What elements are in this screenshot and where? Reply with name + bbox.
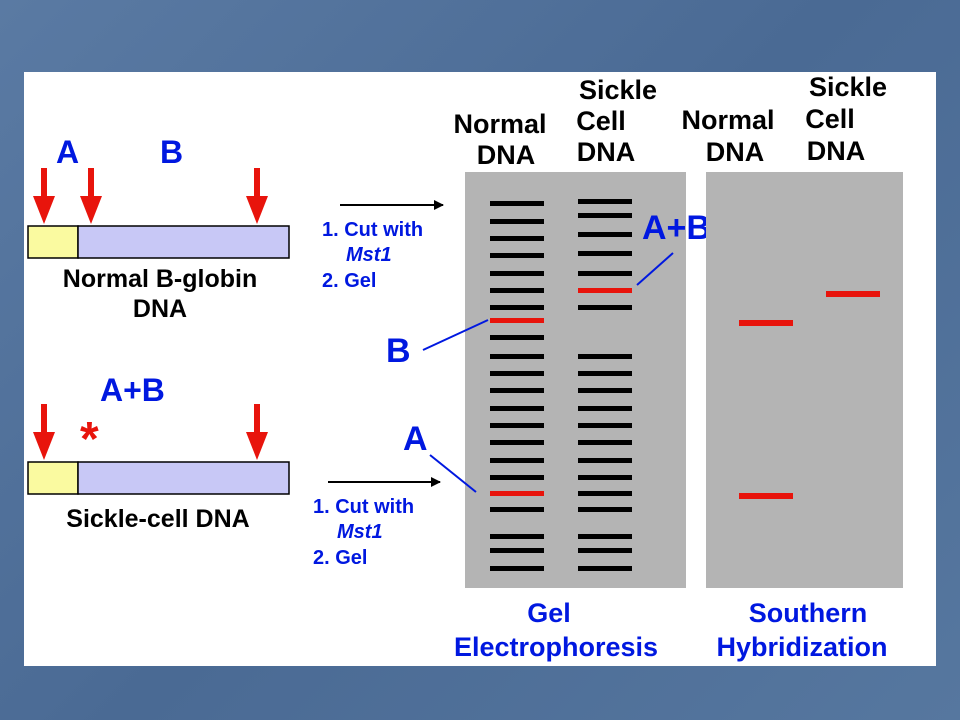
gel-band xyxy=(490,253,544,258)
gel-band xyxy=(490,566,544,571)
lane-header-sickle-line1: Sickle xyxy=(579,75,657,105)
procedure-step1: 1. Cut with xyxy=(313,496,414,518)
gel-label-a: A xyxy=(403,420,428,458)
gel-band xyxy=(578,475,632,480)
enzyme-name: Mst1 xyxy=(346,244,392,266)
gel-band xyxy=(578,371,632,376)
red-cut-arrow-icon xyxy=(246,404,268,460)
normal-gene-caption-line2: DNA xyxy=(133,295,187,323)
gel-caption-line1: Gel xyxy=(527,598,571,628)
red-cut-arrow-icon xyxy=(246,168,268,224)
gel-slab xyxy=(465,172,686,588)
southern-blot xyxy=(706,172,903,588)
gel-band xyxy=(578,232,632,237)
gel-band xyxy=(490,388,544,393)
callout-line-b xyxy=(422,319,489,351)
lane-header-normal-line1: Normal xyxy=(453,109,546,139)
lane-header-sickle-line3: DNA xyxy=(807,136,866,166)
gel-band xyxy=(578,507,632,512)
lane-header-normal-line1: Normal xyxy=(681,105,774,135)
gel-band xyxy=(490,406,544,411)
callout-line-a xyxy=(429,454,477,493)
gel-band xyxy=(578,271,632,276)
gel-band xyxy=(578,305,632,310)
procedure-bottom: 1. Cut with Mst1 2. Gel xyxy=(313,477,441,569)
normal-gene-diagram: A B Normal B-globin DNA xyxy=(27,134,290,323)
lane-header-sickle-line1: Sickle xyxy=(809,72,887,102)
gel-band xyxy=(490,271,544,276)
gel-band xyxy=(490,548,544,553)
gel-band xyxy=(578,534,632,539)
southern-caption-line1: Southern xyxy=(749,598,868,628)
site-b-label: B xyxy=(160,134,183,170)
probe-band-normal-a xyxy=(739,493,793,499)
southern-caption-line2: Hybridization xyxy=(716,632,887,662)
red-cut-arrow-icon xyxy=(33,404,55,460)
dna-segment-lavender xyxy=(77,225,290,259)
gel-band xyxy=(490,507,544,512)
procedure-step2: 2. Gel xyxy=(322,270,376,292)
mutation-asterisk-icon: * xyxy=(80,413,99,466)
gel-band xyxy=(578,199,632,204)
gel-band xyxy=(490,371,544,376)
gel-band xyxy=(578,354,632,359)
probe-band-normal-b xyxy=(739,320,793,326)
gel-label-b: B xyxy=(386,332,411,370)
callout-line-ab xyxy=(636,252,674,286)
lane-header-sickle-line2: Cell xyxy=(576,106,626,136)
lane-header-normal-line2: DNA xyxy=(706,137,765,167)
gel-band xyxy=(578,388,632,393)
enzyme-name: Mst1 xyxy=(337,521,383,543)
gel-band xyxy=(490,354,544,359)
gel-band xyxy=(490,423,544,428)
procedure-top: 1. Cut with Mst1 2. Gel xyxy=(322,200,444,292)
gel-lane-normal xyxy=(490,201,544,571)
gel-electrophoresis: Normal DNA Sickle Cell DNA xyxy=(386,75,711,662)
sickle-gene-caption: Sickle-cell DNA xyxy=(66,505,249,533)
gel-band-fragment-a xyxy=(490,491,544,496)
gel-band xyxy=(490,534,544,539)
dna-segment-lavender xyxy=(77,461,290,495)
gel-band xyxy=(578,548,632,553)
gel-band-fragment-b xyxy=(490,318,544,323)
gel-caption-line2: Electrophoresis xyxy=(454,632,658,662)
gel-band xyxy=(578,213,632,218)
gel-band xyxy=(490,475,544,480)
gel-band xyxy=(578,566,632,571)
probe-band-sickle-ab xyxy=(826,291,880,297)
lane-header-sickle-line2: Cell xyxy=(805,104,855,134)
gel-band xyxy=(578,491,632,496)
gel-band xyxy=(578,406,632,411)
gel-band xyxy=(578,423,632,428)
lane-header-sickle-line3: DNA xyxy=(577,137,636,167)
gel-band xyxy=(490,288,544,293)
gel-label-ab: A+B xyxy=(642,209,711,247)
southern-hybridization: Normal DNA Sickle Cell DNA Southern Hybr… xyxy=(681,72,903,662)
gel-band xyxy=(578,458,632,463)
gel-band xyxy=(490,458,544,463)
gel-band xyxy=(578,251,632,256)
red-cut-arrow-icon xyxy=(80,168,102,224)
gel-band xyxy=(578,440,632,445)
procedure-step1: 1. Cut with xyxy=(322,219,423,241)
gel-band xyxy=(490,335,544,340)
normal-gene-caption-line1: Normal B-globin xyxy=(63,265,257,293)
procedure-step2: 2. Gel xyxy=(313,547,367,569)
gel-band-fragment-ab xyxy=(578,288,632,293)
lane-header-normal-line2: DNA xyxy=(477,140,536,170)
site-a-label: A xyxy=(56,134,79,170)
dna-segment-yellow xyxy=(27,225,79,259)
gel-lane-sickle xyxy=(578,199,632,571)
dna-segment-yellow xyxy=(27,461,79,495)
gel-band xyxy=(490,201,544,206)
ab-fragment-label: A+B xyxy=(100,372,165,408)
gel-band xyxy=(490,219,544,224)
sickle-gene-diagram: A+B * Sickle-cell DNA xyxy=(27,372,290,533)
gel-band xyxy=(490,305,544,310)
gel-band xyxy=(490,236,544,241)
red-cut-arrow-icon xyxy=(33,168,55,224)
gel-band xyxy=(490,440,544,445)
